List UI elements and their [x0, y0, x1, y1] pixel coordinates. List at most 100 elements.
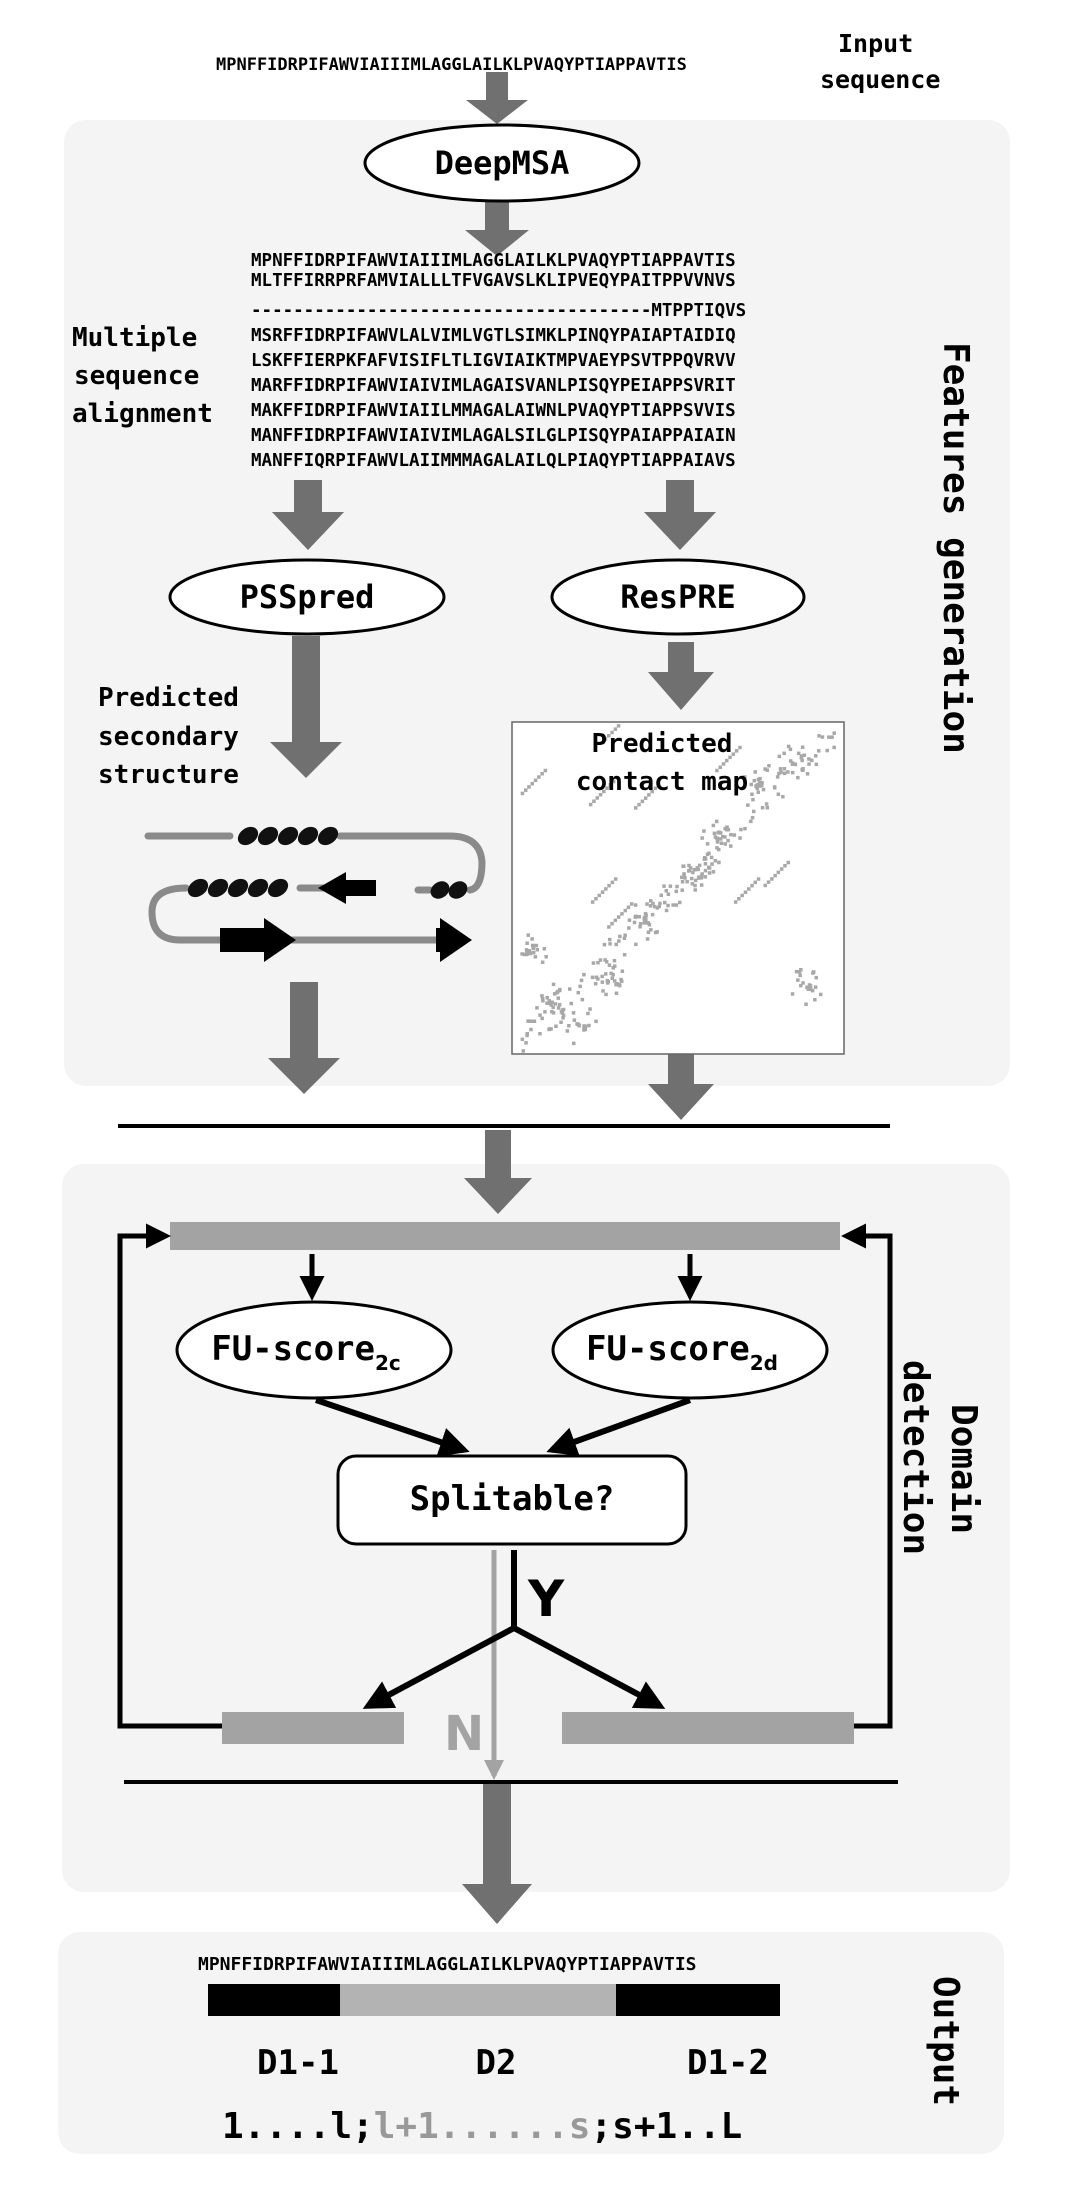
contact-dot	[616, 724, 621, 728]
range-part-b: l+1......s	[374, 2106, 591, 2147]
contact-dot	[522, 952, 527, 957]
contact-dot	[737, 897, 741, 901]
contact-dot	[608, 937, 612, 942]
respre-label: ResPRE	[620, 578, 736, 616]
contact-dot	[538, 1032, 542, 1036]
contact-dot	[556, 989, 560, 994]
contact-dot	[590, 900, 595, 904]
contact-dot	[594, 975, 599, 979]
msa-label-line3: alignment	[72, 399, 213, 429]
contact-dot	[650, 912, 655, 917]
contact-dot	[700, 836, 704, 840]
contact-dot	[814, 762, 819, 767]
contact-dot	[543, 768, 548, 773]
contact-dot	[688, 866, 693, 870]
arrow-fu2d-to-splitable	[546, 1397, 692, 1456]
contact-dot	[693, 878, 698, 883]
contact-dot	[674, 889, 678, 894]
contact-dot	[733, 900, 738, 904]
contact-dot	[814, 754, 818, 758]
deepmsa-label: DeepMSA	[435, 144, 570, 182]
contact-dot	[529, 1027, 533, 1032]
contact-dot	[711, 870, 716, 874]
contact-dot	[685, 879, 689, 884]
respre-node	[550, 558, 806, 636]
contact-dot	[537, 775, 541, 779]
contact-dot	[527, 785, 531, 789]
contact-dot	[750, 883, 754, 888]
contact-dot	[777, 754, 782, 759]
contact-dot	[643, 918, 647, 923]
contact-dot	[810, 988, 815, 993]
contact-dot	[832, 745, 836, 750]
contact-dot	[520, 1037, 525, 1042]
contact-dot	[662, 884, 666, 888]
contact-dot	[817, 749, 821, 753]
strand-arrow-right	[220, 918, 296, 962]
contact-dot	[535, 948, 539, 952]
contact-dot	[691, 870, 695, 875]
contact-map: Predicted contact map	[511, 721, 845, 1055]
contact-dot	[596, 961, 600, 965]
strand-arrow-left	[318, 872, 376, 904]
contact-dot	[758, 781, 762, 785]
contact-dot	[734, 749, 739, 753]
contact-dot	[545, 996, 549, 1000]
contact-dot	[554, 1024, 558, 1028]
contact-dot	[652, 904, 657, 909]
contact-dot	[810, 758, 814, 763]
contact-dot	[540, 960, 545, 964]
contact-dot	[598, 793, 603, 797]
contact-dot	[693, 888, 697, 892]
contact-dot	[777, 771, 781, 776]
contact-dot	[749, 782, 753, 787]
contact-dot	[765, 806, 770, 810]
contact-dot	[798, 973, 802, 978]
contact-dot	[535, 1006, 539, 1010]
contact-dot	[608, 942, 612, 946]
splitable-node	[336, 1454, 688, 1546]
contact-dot	[739, 827, 743, 832]
yes-branch-right	[512, 1625, 666, 1709]
contact-dot	[799, 755, 804, 760]
contact-dot	[593, 982, 598, 986]
arrow-respre-to-contact	[648, 642, 714, 710]
contact-dot	[711, 823, 716, 828]
contact-dot	[524, 1041, 528, 1045]
contact-dot	[582, 972, 586, 977]
contact-dot	[614, 942, 618, 947]
contact-dot	[715, 846, 719, 850]
contact-dot	[680, 880, 685, 884]
segment-bar-top	[170, 1222, 840, 1250]
contact-dot	[712, 831, 717, 836]
contact-dot	[801, 768, 805, 772]
contact-dot	[559, 1020, 563, 1024]
contact-dot	[657, 783, 661, 787]
contact-dot	[799, 968, 803, 972]
features-section-label: Features generation	[935, 342, 976, 754]
contact-dot	[699, 883, 704, 887]
segment-bar-left	[222, 1712, 404, 1744]
loop-line-left	[117, 1223, 222, 1729]
contact-dot	[779, 867, 784, 871]
contact-dot	[725, 828, 729, 832]
contact-dot	[552, 992, 557, 996]
contact-dot	[782, 767, 787, 771]
contact-dot	[663, 900, 667, 905]
contact-dot	[770, 877, 774, 881]
contact-dot	[775, 775, 780, 779]
contact-dot	[592, 799, 596, 803]
contact-dot	[793, 762, 797, 766]
contact-dot	[657, 904, 661, 909]
contact-dot	[782, 751, 786, 756]
contact-dot	[807, 757, 811, 761]
contact-dot	[646, 930, 651, 934]
contact-dot	[627, 926, 631, 930]
contact-dot	[752, 809, 756, 814]
contact-dot	[640, 799, 645, 804]
contact-dot	[799, 983, 803, 988]
contact-dot	[532, 944, 536, 948]
contact-dot	[634, 806, 638, 810]
msa-block: MPNFFIDRPIFAWVIAIIIMLAGGLAILKLPVAQYPTIAP…	[251, 251, 746, 471]
contact-dot	[600, 890, 605, 894]
